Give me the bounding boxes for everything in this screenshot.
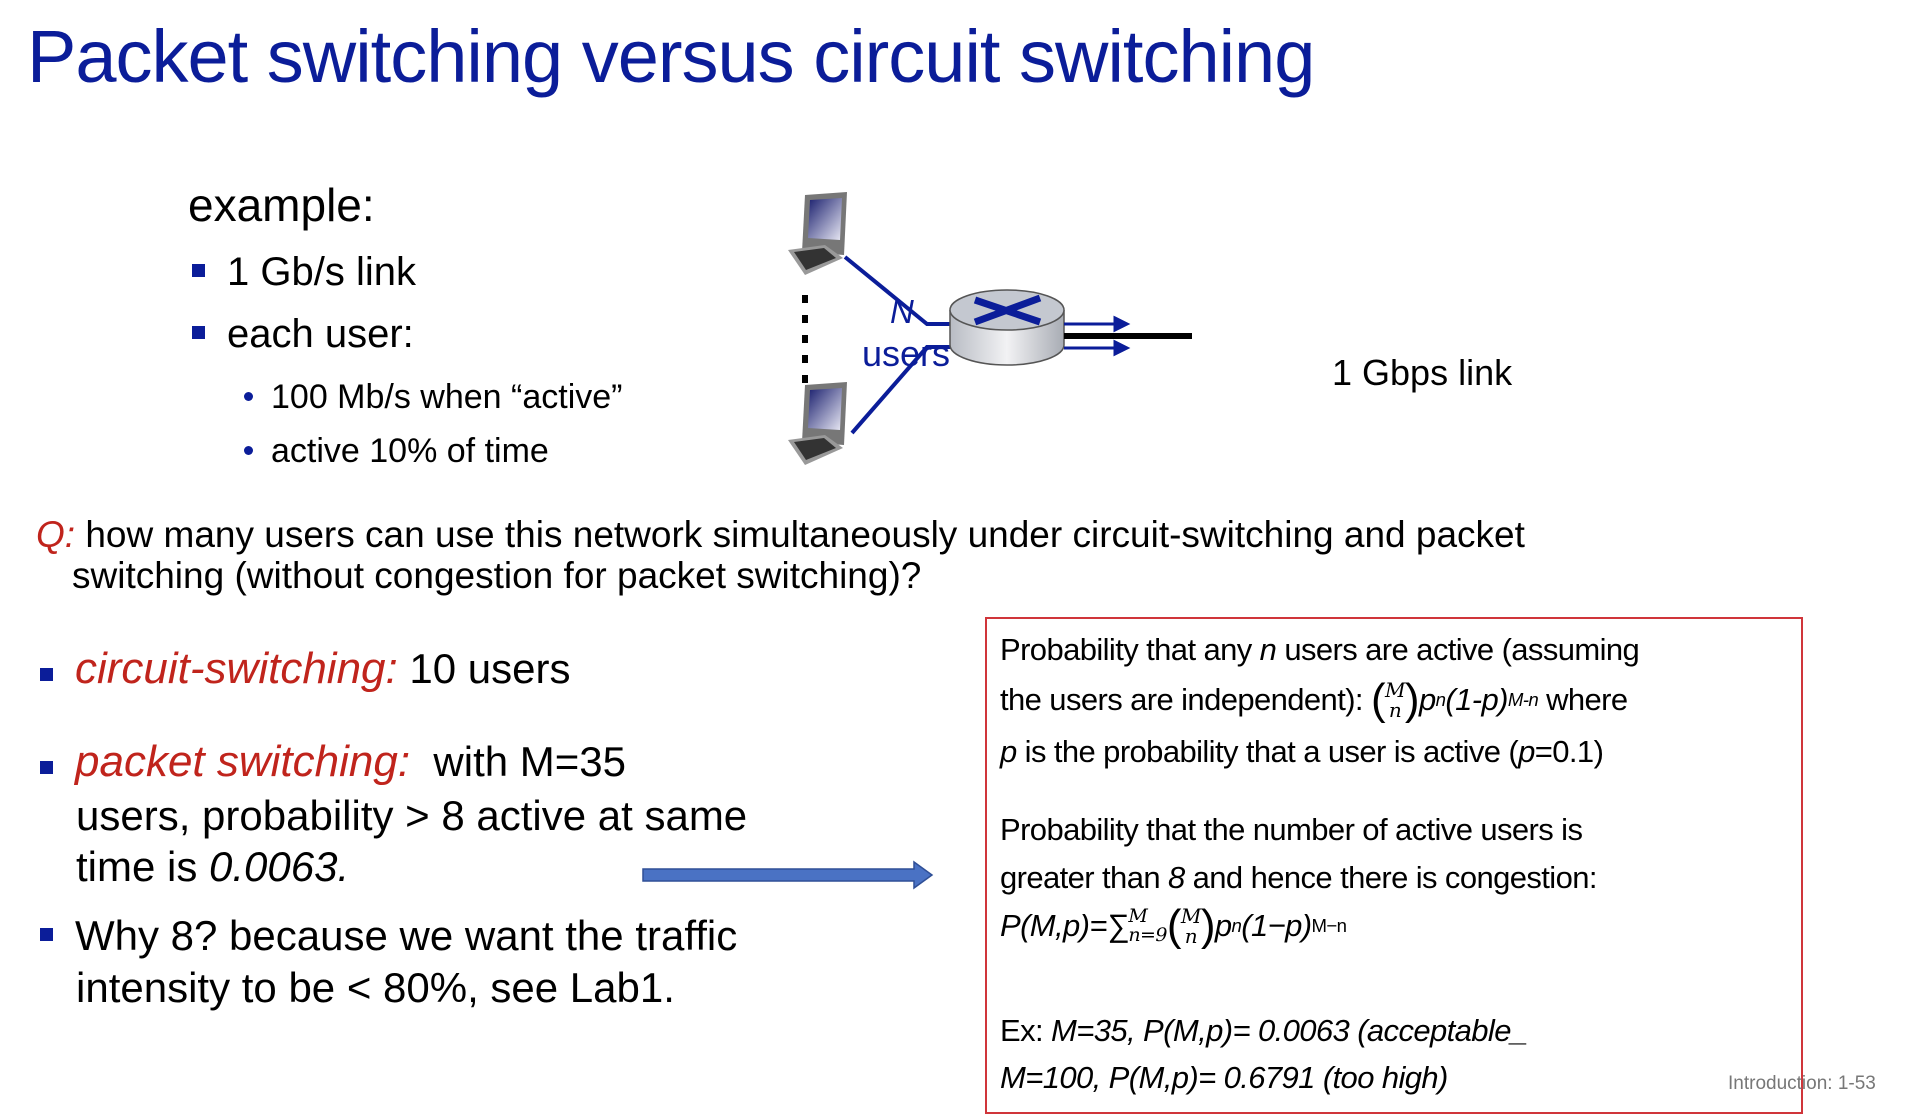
exponent: M-n xyxy=(1507,689,1539,710)
why-text: Why 8? because we want the traffic xyxy=(75,912,738,959)
computer-icon-top xyxy=(788,192,847,275)
formula: (1-p) xyxy=(1445,682,1508,717)
question-text: how many users can use this network simu… xyxy=(75,514,1525,555)
packet-switching-text: with M=35 xyxy=(410,738,626,785)
bullet-square-icon xyxy=(192,325,205,339)
bullet-dot-icon xyxy=(244,445,253,455)
sub-bullet-activity: active 10% of time xyxy=(244,432,549,471)
binom-top: M xyxy=(1180,904,1201,928)
text: time is xyxy=(76,843,210,890)
box-line-3: p is the probability that a user is acti… xyxy=(1000,734,1604,770)
threshold: 8 xyxy=(1167,860,1185,895)
packet-switching-line-3: time is 0.0063. xyxy=(76,843,349,891)
n-label: N xyxy=(890,293,914,330)
packet-switching-label: packet switching: xyxy=(75,737,411,786)
probability-box xyxy=(985,617,1803,1114)
network-diagram xyxy=(788,192,1192,465)
why-8-line-2: intensity to be < 80%, see Lab1. xyxy=(76,964,675,1011)
bullet-square-icon xyxy=(40,668,53,682)
packet-switching-line-2: users, probability > 8 active at same xyxy=(76,792,748,839)
box-line-1: Probability that any n users are active … xyxy=(1000,632,1640,668)
circuit-switching-answer: circuit-switching: 10 users xyxy=(40,644,571,694)
computer-icon-bottom xyxy=(788,382,847,465)
access-links xyxy=(843,255,960,435)
exponent: n xyxy=(1231,915,1242,936)
bullet-text: 1 Gb/s link xyxy=(227,250,416,294)
text: and hence there is congestion: xyxy=(1184,860,1598,895)
circuit-switching-label: circuit-switching: xyxy=(75,644,398,693)
slide-number: Introduction: 1-53 xyxy=(1728,1073,1876,1094)
bullet-text: 100 Mb/s when “active” xyxy=(271,378,623,416)
bullet-square-icon xyxy=(40,761,53,775)
bullet-text: active 10% of time xyxy=(271,432,549,470)
binom-bottom: n xyxy=(1388,698,1402,722)
sub-bullet-rate: 100 Mb/s when “active” xyxy=(244,378,623,417)
question-line-1: Q: how many users can use this network s… xyxy=(36,514,1525,556)
probability-value: 0.0063. xyxy=(209,843,350,890)
packet-switching-answer: packet switching: with M=35 xyxy=(40,737,626,787)
text: =0.1) xyxy=(1534,734,1604,769)
output-arrows xyxy=(1064,315,1131,357)
users-label: users xyxy=(862,333,951,374)
bullet-square-icon xyxy=(40,928,53,942)
example-value: M=35, P(M,p)= 0.0063 (acceptable_ xyxy=(1051,1013,1528,1048)
slide-title: Packet switching versus circuit switchin… xyxy=(27,15,1315,98)
exponent: M−n xyxy=(1311,915,1347,936)
question-line-2: switching (without congestion for packet… xyxy=(72,555,922,596)
bullet-link: 1 Gb/s link xyxy=(192,250,416,295)
bullet-square-icon xyxy=(192,263,205,277)
why-8-bullet: Why 8? because we want the traffic xyxy=(40,912,737,960)
formula: (1−p) xyxy=(1241,908,1312,943)
text: is the probability that a user is active… xyxy=(1016,734,1519,769)
text: Probability that any xyxy=(1000,632,1260,667)
bullet-dot-icon xyxy=(244,391,253,401)
text: where xyxy=(1538,682,1628,717)
binom-top: M xyxy=(1385,678,1405,702)
text: users are active (assuming xyxy=(1276,632,1640,667)
text: greater than xyxy=(1000,860,1168,895)
var-n: n xyxy=(1259,632,1277,667)
box-line-4: Probability that the number of active us… xyxy=(1000,812,1583,847)
box-example-2: M=100, P(M,p)= 0.6791 (too high) xyxy=(1000,1060,1448,1095)
var-p: p xyxy=(1518,734,1535,769)
arrow-to-box-icon xyxy=(642,860,934,890)
text: Ex: xyxy=(1000,1013,1052,1048)
formula: P(M,p)=∑ xyxy=(1000,908,1129,943)
router-icon xyxy=(949,289,1065,366)
sum-bottom: n=9 xyxy=(1128,924,1167,946)
formula: p xyxy=(1418,682,1436,717)
binom-bottom: n xyxy=(1184,924,1198,948)
link-label: 1 Gbps link xyxy=(1332,352,1513,393)
box-example-1: Ex: M=35, P(M,p)= 0.0063 (acceptable_ xyxy=(1000,1013,1528,1049)
bullet-text: each user: xyxy=(227,312,414,356)
sum-top: M xyxy=(1128,905,1148,927)
circuit-switching-value: 10 users xyxy=(397,645,571,692)
bullet-each-user: each user: xyxy=(192,312,414,357)
exponent: n xyxy=(1435,689,1446,710)
ellipsis-dots xyxy=(802,295,808,383)
formula: p xyxy=(1214,908,1232,943)
example-heading: example: xyxy=(188,179,375,231)
box-line-5: greater than 8 and hence there is conges… xyxy=(1000,860,1598,896)
var-p: p xyxy=(1000,734,1017,769)
output-link xyxy=(1064,333,1192,339)
text: the users are independent): xyxy=(1000,682,1371,717)
question-prefix: Q: xyxy=(36,514,76,555)
